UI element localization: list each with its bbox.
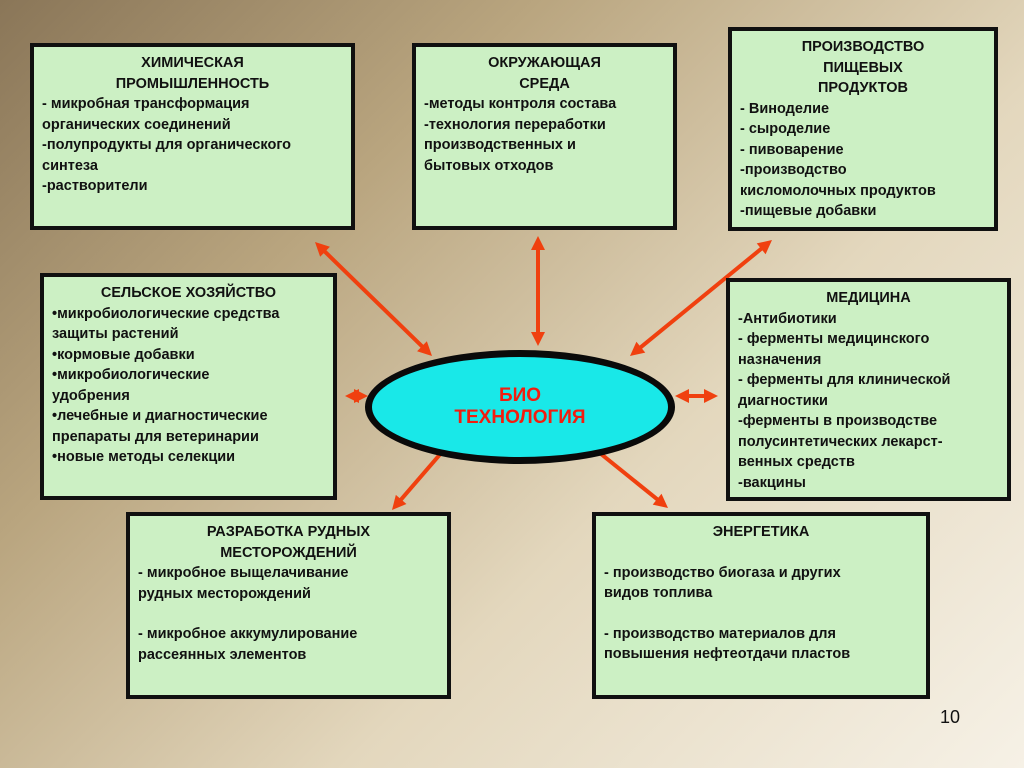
box-text-line: диагностики <box>738 392 828 409</box>
box-title-line: ПРОИЗВОДСТВО <box>801 39 925 55</box>
box-text-line: повышения нефтеотдачи пластов <box>604 646 851 662</box>
box-title-line: МЕДИЦИНА <box>826 290 911 306</box>
box-text-line <box>604 604 918 624</box>
box-text-line: -методы контроля состава <box>424 96 617 112</box>
box-text-line: - Виноделие <box>740 100 830 117</box>
box-title-line: ПИЩЕВЫХ <box>823 59 903 76</box>
box-text-line: назначения <box>738 351 822 368</box>
box-text-line: •кормовые добавки <box>52 346 195 363</box>
box-medicine: МЕДИЦИНА -Антибиотики - ферменты медицинск… <box>726 278 1011 501</box>
arrow-head-4-start <box>345 389 359 403</box>
box-text-line: производственных и <box>424 137 576 153</box>
box-text-line: •микробиологические средства <box>52 305 280 322</box>
box-text-line: -вакцины <box>738 474 806 491</box>
box-chemical-industry: ХИМИЧЕСКАЯ ПРОМЫШЛЕННОСТЬ - микробная тран… <box>30 43 355 230</box>
box-text-line: - ферменты медицинского <box>738 331 930 347</box>
box-agriculture: СЕЛЬСКОЕ ХОЗЯЙСТВО •микробиологические ср… <box>40 273 337 500</box>
box-text-line: -пищевые добавки <box>740 203 877 219</box>
box-title: ХИМИЧЕСКАЯ ПРОМЫШЛЕННОСТЬ <box>42 53 343 94</box>
arrow-head-1-start <box>315 242 330 257</box>
box-text-line: синтеза <box>42 157 98 174</box>
box-food-production: ПРОИЗВОДСТВО ПИЩЕВЫХ ПРОДУКТОВ - Виноделие -… <box>728 27 998 231</box>
box-text-line: - производство биогаза и других <box>604 564 841 581</box>
box-ore-mining: РАЗРАБОТКА РУДНЫХ МЕСТОРОЖДЕНИЙ - микробно… <box>126 512 451 699</box>
box-text-line: кисломолочных продуктов <box>740 182 936 199</box>
box-text-line <box>138 604 439 624</box>
box-text-line: •лечебные и диагностические <box>52 408 268 424</box>
arrow-head-2-end <box>531 332 545 346</box>
arrow-head-5-end <box>704 389 718 403</box>
box-text-line: органических соединений <box>42 116 231 133</box>
box-environment: ОКРУЖАЮЩАЯ СРЕДА -методы контроля состава -… <box>412 43 677 230</box>
box-text-line: •новые методы селекции <box>52 449 236 465</box>
box-title-line: СРЕДА <box>519 75 570 92</box>
box-title-line: ОКРУЖАЮЩАЯ <box>488 55 601 71</box>
box-text-line: -полупродукты для органического <box>42 137 292 153</box>
box-text-line: -ферменты в производстве <box>738 413 938 429</box>
box-title: СЕЛЬСКОЕ ХОЗЯЙСТВО <box>52 283 325 304</box>
box-title: РАЗРАБОТКА РУДНЫХ МЕСТОРОЖДЕНИЙ <box>138 522 439 563</box>
arrow-head-5-start <box>675 389 689 403</box>
box-text-line: препараты для ветеринарии <box>52 428 259 445</box>
box-title-line: МЕСТОРОЖДЕНИЙ <box>220 544 357 561</box>
box-text-line: -производство <box>740 162 847 178</box>
box-text-line: - пивоварение <box>740 141 844 158</box>
arrow-head-3-start <box>756 240 772 255</box>
box-text-line: - микробное аккумулирование <box>138 626 358 642</box>
box-text-line: рассеянных элементов <box>138 646 307 663</box>
box-title-line: РАЗРАБОТКА РУДНЫХ <box>206 524 371 540</box>
box-title: ПРОИЗВОДСТВО ПИЩЕВЫХ ПРОДУКТОВ <box>740 37 986 99</box>
box-text-line: -технология переработки <box>424 116 606 133</box>
arrow-head-7-end <box>652 493 668 508</box>
box-text-line: венных средств <box>738 454 855 470</box>
box-title-line: ХИМИЧЕСКАЯ <box>141 55 244 71</box>
box-text-line: защиты растений <box>52 326 179 342</box>
box-text-line: удобрения <box>52 387 130 404</box>
box-text-line: - микробное выщелачивание <box>138 565 349 581</box>
center-line-1: БИО <box>498 385 542 406</box>
box-title-line: ПРОДУКТОВ <box>818 80 908 96</box>
page-number: 10 <box>940 707 961 727</box>
box-text-line: -растворители <box>42 178 148 194</box>
box-title-line: ЭНЕРГЕТИКА <box>712 524 810 540</box>
box-text-line: - ферменты для клинической <box>738 372 951 388</box>
box-title-line: СЕЛЬСКОЕ ХОЗЯЙСТВО <box>100 285 277 301</box>
box-text-line: -Антибиотики <box>738 310 837 327</box>
box-title-line: ПРОМЫШЛЕННОСТЬ <box>115 75 270 92</box>
arrow-head-1-end <box>417 341 432 356</box>
box-energy: ЭНЕРГЕТИКА - производство биогаза и други… <box>592 512 930 699</box>
box-title: ЭНЕРГЕТИКА <box>604 522 918 543</box>
arrow-shaft-3 <box>636 244 766 352</box>
box-text-line: бытовых отходов <box>424 157 554 174</box>
box-text-line: видов топлива <box>604 585 713 601</box>
arrow-head-3-end <box>630 341 646 356</box>
box-text-line: - сыроделие <box>740 121 831 137</box>
box-title: МЕДИЦИНА <box>738 288 999 309</box>
box-text-line: •микробиологические <box>52 367 210 383</box>
box-title: ОКРУЖАЮЩАЯ СРЕДА <box>424 53 665 94</box>
arrow-head-2-start <box>531 236 545 250</box>
arrow-shaft-1 <box>320 247 427 351</box>
box-text-line: - производство материалов для <box>604 625 836 642</box>
box-text-line: полусинтетических лекарст- <box>738 433 943 450</box>
arrow-head-6-end <box>392 494 407 510</box>
box-text-line: - микробная трансформация <box>42 96 250 112</box>
box-text-line <box>604 543 918 563</box>
box-text-line: рудных месторождений <box>138 585 311 602</box>
center-biotechnology: БИО ТЕХНОЛОГИЯ <box>365 350 675 464</box>
center-line-2: ТЕХНОЛОГИЯ <box>454 407 586 428</box>
